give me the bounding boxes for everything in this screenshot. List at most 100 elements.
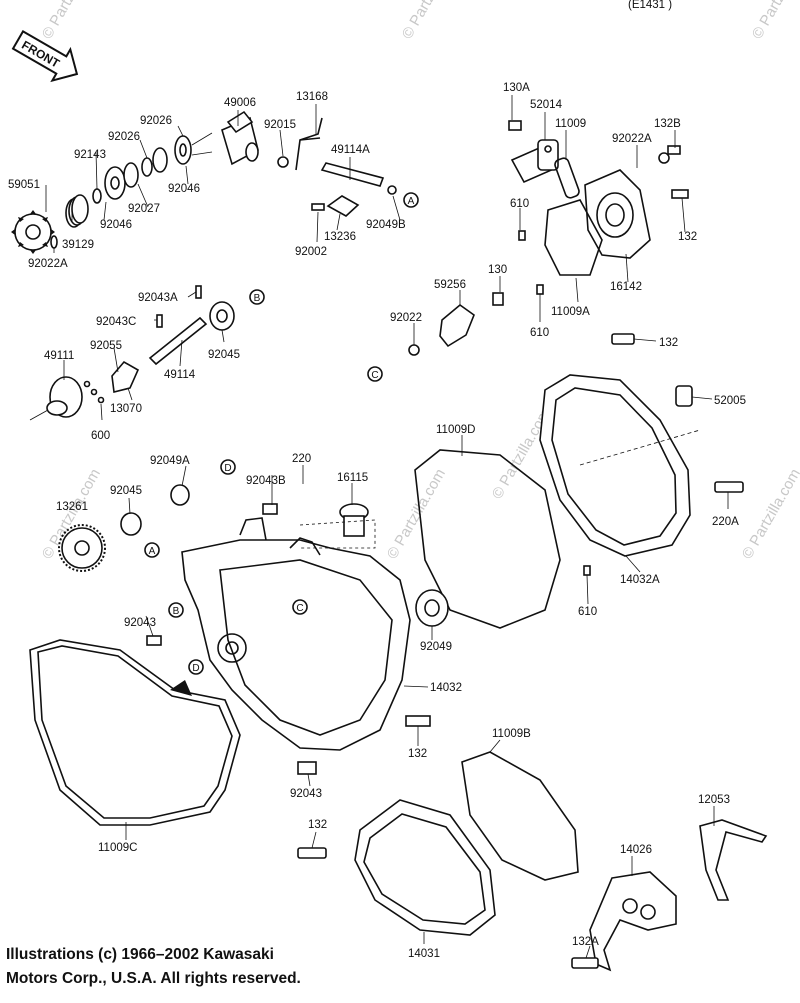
ref-marker-a: A xyxy=(144,542,160,558)
part-label: 92049 xyxy=(420,641,452,653)
part-label: 92002 xyxy=(295,246,327,258)
part-label: 92043C xyxy=(96,316,136,328)
sprocket-59051 xyxy=(11,210,55,254)
part-label: 600 xyxy=(91,430,110,442)
part-label: 13070 xyxy=(110,403,142,415)
ref-marker-a: A xyxy=(403,192,419,208)
shaft-13168 xyxy=(277,117,323,171)
copyright-line-1: Illustrations (c) 1966–2002 Kawasaki xyxy=(6,946,274,963)
part-label: 14032A xyxy=(620,574,660,586)
water-pump-impeller-49006 xyxy=(221,110,259,166)
part-label: 16142 xyxy=(610,281,642,293)
watermark-text: © Partzilla.com xyxy=(399,0,464,42)
part-label: 610 xyxy=(578,606,597,618)
part-label: 132A xyxy=(572,936,599,948)
part-label: 16115 xyxy=(337,472,368,484)
part-label: 14031 xyxy=(408,948,440,960)
svg-text:D: D xyxy=(224,463,231,474)
shaft-49114 xyxy=(148,285,235,366)
part-label: 59051 xyxy=(8,179,40,191)
part-label: 92027 xyxy=(128,203,160,215)
part-label: 132 xyxy=(408,748,427,760)
svg-text:B: B xyxy=(173,606,180,617)
diagram-code: (E1431 ) xyxy=(628,0,672,11)
clutch-cover-14032A xyxy=(539,333,744,557)
gasket-11009C xyxy=(29,639,241,826)
guard-14026 xyxy=(571,871,677,972)
leader-lines xyxy=(45,95,729,959)
part-label: 92046 xyxy=(168,183,200,195)
lever-13236 xyxy=(311,195,360,217)
part-label: 92045 xyxy=(110,485,142,497)
svg-text:C: C xyxy=(296,603,303,614)
watermark-text: © Partzilla.com xyxy=(749,0,800,42)
part-label: 130 xyxy=(488,264,507,276)
part-label: 59256 xyxy=(434,279,466,291)
bracket-12053 xyxy=(699,819,768,901)
part-label: 92045 xyxy=(208,349,240,361)
part-label: 92043A xyxy=(138,292,178,304)
part-label: 11009D xyxy=(436,424,475,436)
part-label: 49111 xyxy=(44,350,74,362)
gear-13261 xyxy=(58,484,190,572)
part-label: 92022A xyxy=(28,258,68,270)
svg-text:B: B xyxy=(254,293,261,304)
part-label: 92049B xyxy=(366,219,406,231)
part-label: 13236 xyxy=(324,231,356,243)
part-label: 13261 xyxy=(56,501,88,513)
svg-text:D: D xyxy=(192,663,199,674)
part-label: 52014 xyxy=(530,99,563,111)
svg-text:C: C xyxy=(371,370,378,381)
part-label: 14032 xyxy=(430,682,462,694)
ref-marker-c: C xyxy=(367,366,383,382)
ref-marker-d: D xyxy=(220,459,236,475)
part-label: 11009B xyxy=(492,728,531,740)
part-label: 49114A xyxy=(331,144,370,156)
pump-shaft-stack xyxy=(50,132,213,249)
part-label: 92026 xyxy=(140,115,172,127)
part-label: 132 xyxy=(308,819,327,831)
part-label: 49006 xyxy=(224,97,256,109)
part-label: 39129 xyxy=(62,239,94,251)
part-label: 92055 xyxy=(90,340,122,352)
shaft-49114A xyxy=(320,162,397,195)
part-label: 92049A xyxy=(150,455,190,467)
part-label: 92022 xyxy=(390,312,422,324)
copyright-line-2: Motors Corp., U.S.A. All rights reserved… xyxy=(6,970,301,987)
impeller-59256 xyxy=(408,292,504,356)
part-label: 220 xyxy=(292,453,311,465)
svg-text:A: A xyxy=(149,546,156,557)
ref-marker-b: B xyxy=(249,289,265,305)
part-label: 11009 xyxy=(555,118,586,130)
gasket-11009 xyxy=(554,157,580,199)
part-label: 132B xyxy=(654,118,681,130)
watermark-text: © Partzilla.com xyxy=(39,0,104,42)
part-label: 92022A xyxy=(612,133,652,145)
ref-marker-c: C xyxy=(292,599,308,615)
part-label: 49114 xyxy=(164,369,196,381)
gear-49111 xyxy=(29,360,140,421)
elbow-52014 xyxy=(508,120,559,184)
part-label: 92043B xyxy=(246,475,286,487)
part-label: 92015 xyxy=(264,119,296,131)
part-label: 11009A xyxy=(551,306,590,318)
gasket-11009A xyxy=(518,199,603,295)
part-label: 610 xyxy=(510,198,529,210)
ignition-cover-14031 xyxy=(297,799,496,936)
part-label: 92043 xyxy=(124,617,156,629)
part-label: 11009C xyxy=(98,842,137,854)
ref-marker-b: B xyxy=(168,602,184,618)
pump-cover-16142 xyxy=(584,145,689,259)
part-label: 92046 xyxy=(100,219,132,231)
part-label: 610 xyxy=(530,327,549,339)
gasket-11009D xyxy=(414,449,561,629)
svg-text:A: A xyxy=(408,196,415,207)
part-label: 13168 xyxy=(296,91,328,103)
part-label: 92026 xyxy=(108,131,140,143)
ref-marker-d: D xyxy=(188,659,204,675)
gasket-11009B xyxy=(461,751,579,881)
crankcase-cover-14032 xyxy=(181,517,411,751)
part-label: 92143 xyxy=(74,149,106,161)
part-label: 130A xyxy=(503,82,530,94)
